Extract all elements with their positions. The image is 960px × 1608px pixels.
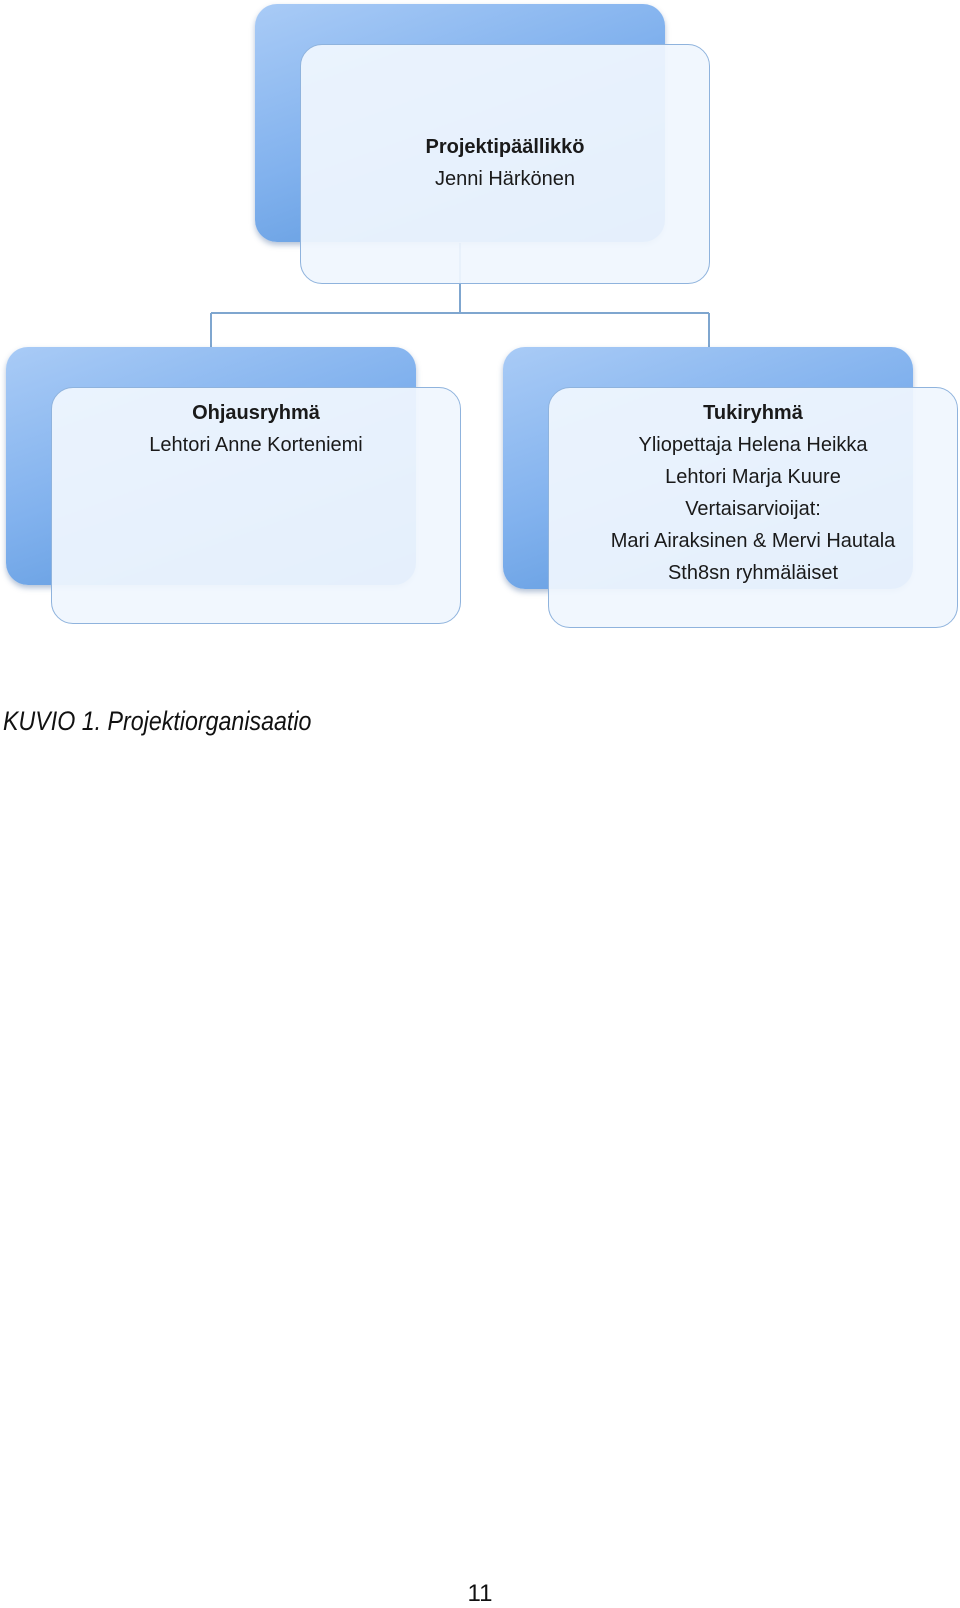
node-text: Ohjausryhmä Lehtori Anne Korteniemi [51, 397, 461, 461]
node-line: Sth8sn ryhmäläiset [667, 562, 839, 584]
node-front-shape [51, 387, 461, 624]
node-line: Yliopettaja Helena Heikka [638, 434, 868, 456]
figure-caption: KUVIO 1. Projektiorganisaatio [3, 706, 312, 736]
page-number: 11 [467, 1580, 493, 1607]
node-line: Mari Airaksinen & Mervi Hautala [610, 530, 896, 552]
org-chart: Projektipäällikkö Jenni Härkönen Ohjausr… [0, 0, 960, 640]
node-text: Projektipäällikkö Jenni Härkönen [255, 131, 755, 195]
node-front-shape [548, 387, 958, 628]
node-title: Ohjausryhmä [192, 402, 320, 424]
node-text: Tukiryhmä Yliopettaja Helena Heikka Leht… [548, 397, 958, 589]
node-line: Jenni Härkönen [434, 168, 576, 190]
node-front-shape [300, 44, 710, 284]
node-line: Lehtori Anne Korteniemi [149, 434, 363, 456]
node-title: Projektipäällikkö [425, 136, 585, 158]
node-line: Vertaisarvioijat: [685, 498, 821, 520]
node-title: Tukiryhmä [703, 402, 803, 424]
node-line: Lehtori Marja Kuure [665, 466, 841, 488]
